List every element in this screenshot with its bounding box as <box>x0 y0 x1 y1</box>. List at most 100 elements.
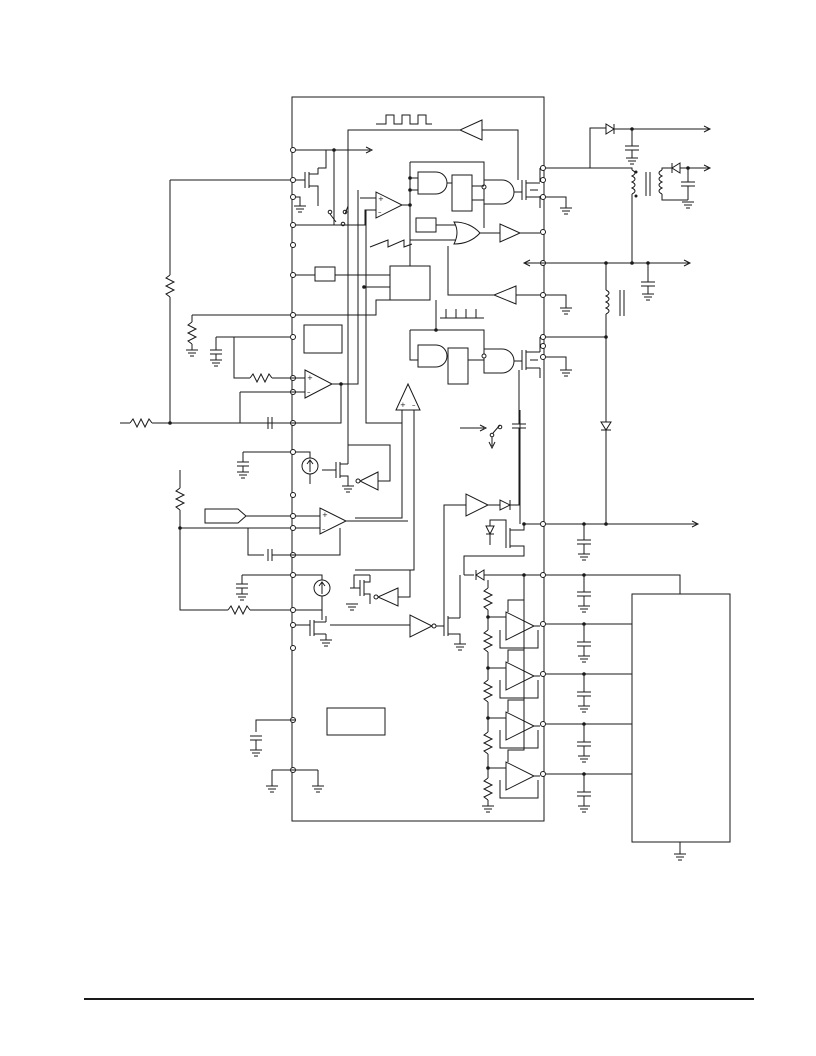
diode <box>600 421 612 431</box>
pin <box>290 334 296 340</box>
ground-icon <box>236 593 248 601</box>
ground-icon <box>312 785 324 793</box>
ground-icon <box>560 307 572 315</box>
capacitor <box>681 181 695 187</box>
pin <box>290 194 296 200</box>
error-amplifier: + – <box>233 190 359 429</box>
resistor <box>227 604 251 616</box>
ground-icon <box>578 805 590 813</box>
comparator-osc: + – <box>296 191 410 226</box>
capacitor <box>236 583 248 589</box>
ground-icon <box>210 359 222 367</box>
svg-text:–: – <box>322 525 326 533</box>
resistor <box>482 629 494 653</box>
ground-icon <box>578 755 590 763</box>
capacitor <box>641 281 655 287</box>
svg-text:+: + <box>307 374 313 382</box>
capacitor <box>577 641 591 647</box>
pin <box>290 622 296 628</box>
pin <box>540 721 546 727</box>
pin <box>540 572 546 578</box>
capacitor <box>267 549 273 561</box>
capacitor <box>577 539 591 545</box>
transistor-q1 <box>294 150 327 213</box>
ground-icon <box>186 349 198 357</box>
resistor <box>129 417 153 429</box>
output-driver-high <box>521 167 590 215</box>
pin <box>290 177 296 183</box>
pin <box>290 222 296 228</box>
ground-icon <box>682 201 694 209</box>
pin <box>540 194 546 200</box>
flyback-transformer <box>590 162 712 265</box>
switch-pair <box>327 205 349 227</box>
flyback-output-1 <box>589 123 712 168</box>
voltage-reference-box <box>303 324 343 354</box>
pin <box>540 177 546 183</box>
resistor <box>482 679 494 703</box>
resistor <box>174 487 186 511</box>
pin <box>290 607 296 613</box>
external-load-block <box>631 593 731 843</box>
capacitor <box>577 691 591 697</box>
current-sense-amplifier: + – <box>355 210 421 571</box>
svg-text:–: – <box>307 388 311 396</box>
pin <box>540 343 546 349</box>
pin <box>290 645 296 651</box>
ground-icon <box>346 603 358 611</box>
capacitor <box>237 461 249 467</box>
left-pins <box>290 147 296 773</box>
pulse-waveform <box>440 309 484 319</box>
ground-icon <box>320 639 332 647</box>
ground-icon <box>642 293 654 301</box>
latch-box <box>389 265 431 301</box>
ground-icon <box>578 553 590 561</box>
pin <box>290 272 296 278</box>
ground-icon <box>294 205 306 213</box>
soft-start-box <box>314 266 336 282</box>
pin <box>540 771 546 777</box>
diode <box>485 525 495 536</box>
ground-icon <box>578 705 590 713</box>
pin <box>290 513 296 519</box>
capacitor <box>512 423 526 429</box>
ic-package-outline <box>291 96 545 822</box>
capacitor <box>577 741 591 747</box>
pin <box>290 312 296 318</box>
diode <box>605 123 615 135</box>
capacitor <box>625 145 639 151</box>
buck-inductor <box>546 261 700 561</box>
diode <box>475 569 485 581</box>
current-amplifier: + – <box>247 507 408 561</box>
ground-icon <box>266 785 278 793</box>
resistor <box>164 274 176 298</box>
output-transistor-3 <box>463 519 540 575</box>
ground-icon <box>342 485 354 493</box>
regulator-outputs <box>546 573 681 813</box>
capacitor <box>577 791 591 797</box>
clock-buffer <box>458 119 483 141</box>
resistor <box>482 731 494 755</box>
capacitor <box>577 591 591 597</box>
pin <box>540 521 546 527</box>
current-source-2 <box>236 570 411 647</box>
pin <box>540 165 546 171</box>
ground-icon <box>482 805 494 813</box>
svg-text:+: + <box>322 511 328 519</box>
pwm-latch-top <box>408 161 522 300</box>
ground-icon <box>560 369 572 377</box>
power-good-box <box>326 707 386 736</box>
ground-icon <box>626 157 638 165</box>
right-pins <box>540 165 546 777</box>
resistor <box>482 777 494 801</box>
pin <box>290 147 296 153</box>
linear-regulators <box>464 569 540 813</box>
pin <box>540 354 546 360</box>
ground-icon <box>454 643 466 651</box>
input-signal-tag <box>204 508 247 524</box>
switch-sd <box>460 424 503 450</box>
output-driver-low <box>521 336 606 378</box>
pin <box>540 621 546 627</box>
ground-icon <box>674 853 686 861</box>
